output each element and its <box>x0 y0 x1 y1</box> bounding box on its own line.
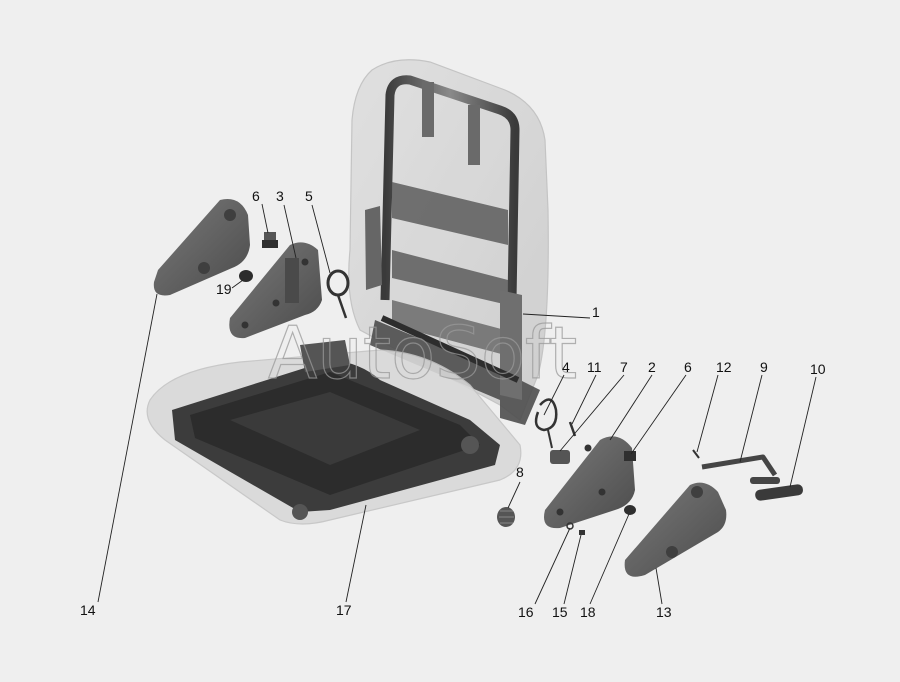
callout-16: 16 <box>518 604 534 620</box>
right-spring <box>534 398 558 449</box>
callout-7: 7 <box>620 359 628 375</box>
left-hinge-cover <box>153 199 250 296</box>
callout-3: 3 <box>276 188 284 204</box>
callout-13: 13 <box>656 604 672 620</box>
screw <box>579 530 585 535</box>
callout-labels: 1 2 3 4 5 6 6 7 8 9 10 11 12 13 14 15 16… <box>80 188 826 620</box>
right-hinge-cover <box>624 482 727 577</box>
small-screw <box>692 449 700 459</box>
left-hinge-bracket <box>229 242 322 339</box>
seat-cushion <box>146 340 522 525</box>
callout-17: 17 <box>336 602 352 618</box>
cap <box>624 505 636 515</box>
callout-8: 8 <box>516 464 524 480</box>
callout-4: 4 <box>562 359 570 375</box>
right-hinge-bracket <box>544 436 635 529</box>
callout-19: 19 <box>216 281 232 297</box>
handle-rod <box>701 454 780 484</box>
callout-6-left: 6 <box>252 188 260 204</box>
callout-10: 10 <box>810 361 826 377</box>
callout-15: 15 <box>552 604 568 620</box>
callout-18: 18 <box>580 604 596 620</box>
roller <box>497 507 515 527</box>
left-nut <box>239 270 253 282</box>
callout-11: 11 <box>587 359 602 375</box>
callout-2: 2 <box>648 359 656 375</box>
seat-back-frame <box>365 75 540 425</box>
left-bolt <box>262 232 278 248</box>
callout-1: 1 <box>592 304 600 320</box>
left-spring <box>326 269 350 319</box>
handle-grip <box>755 484 803 501</box>
callout-12: 12 <box>716 359 732 375</box>
leader-lines <box>97 203 817 605</box>
right-bushing <box>550 450 570 464</box>
callout-9: 9 <box>760 359 768 375</box>
callout-5: 5 <box>305 188 313 204</box>
callout-14: 14 <box>80 602 96 618</box>
callout-6-right: 6 <box>684 359 692 375</box>
watermark: AutoSoft <box>268 311 577 395</box>
right-bolt <box>624 451 636 461</box>
